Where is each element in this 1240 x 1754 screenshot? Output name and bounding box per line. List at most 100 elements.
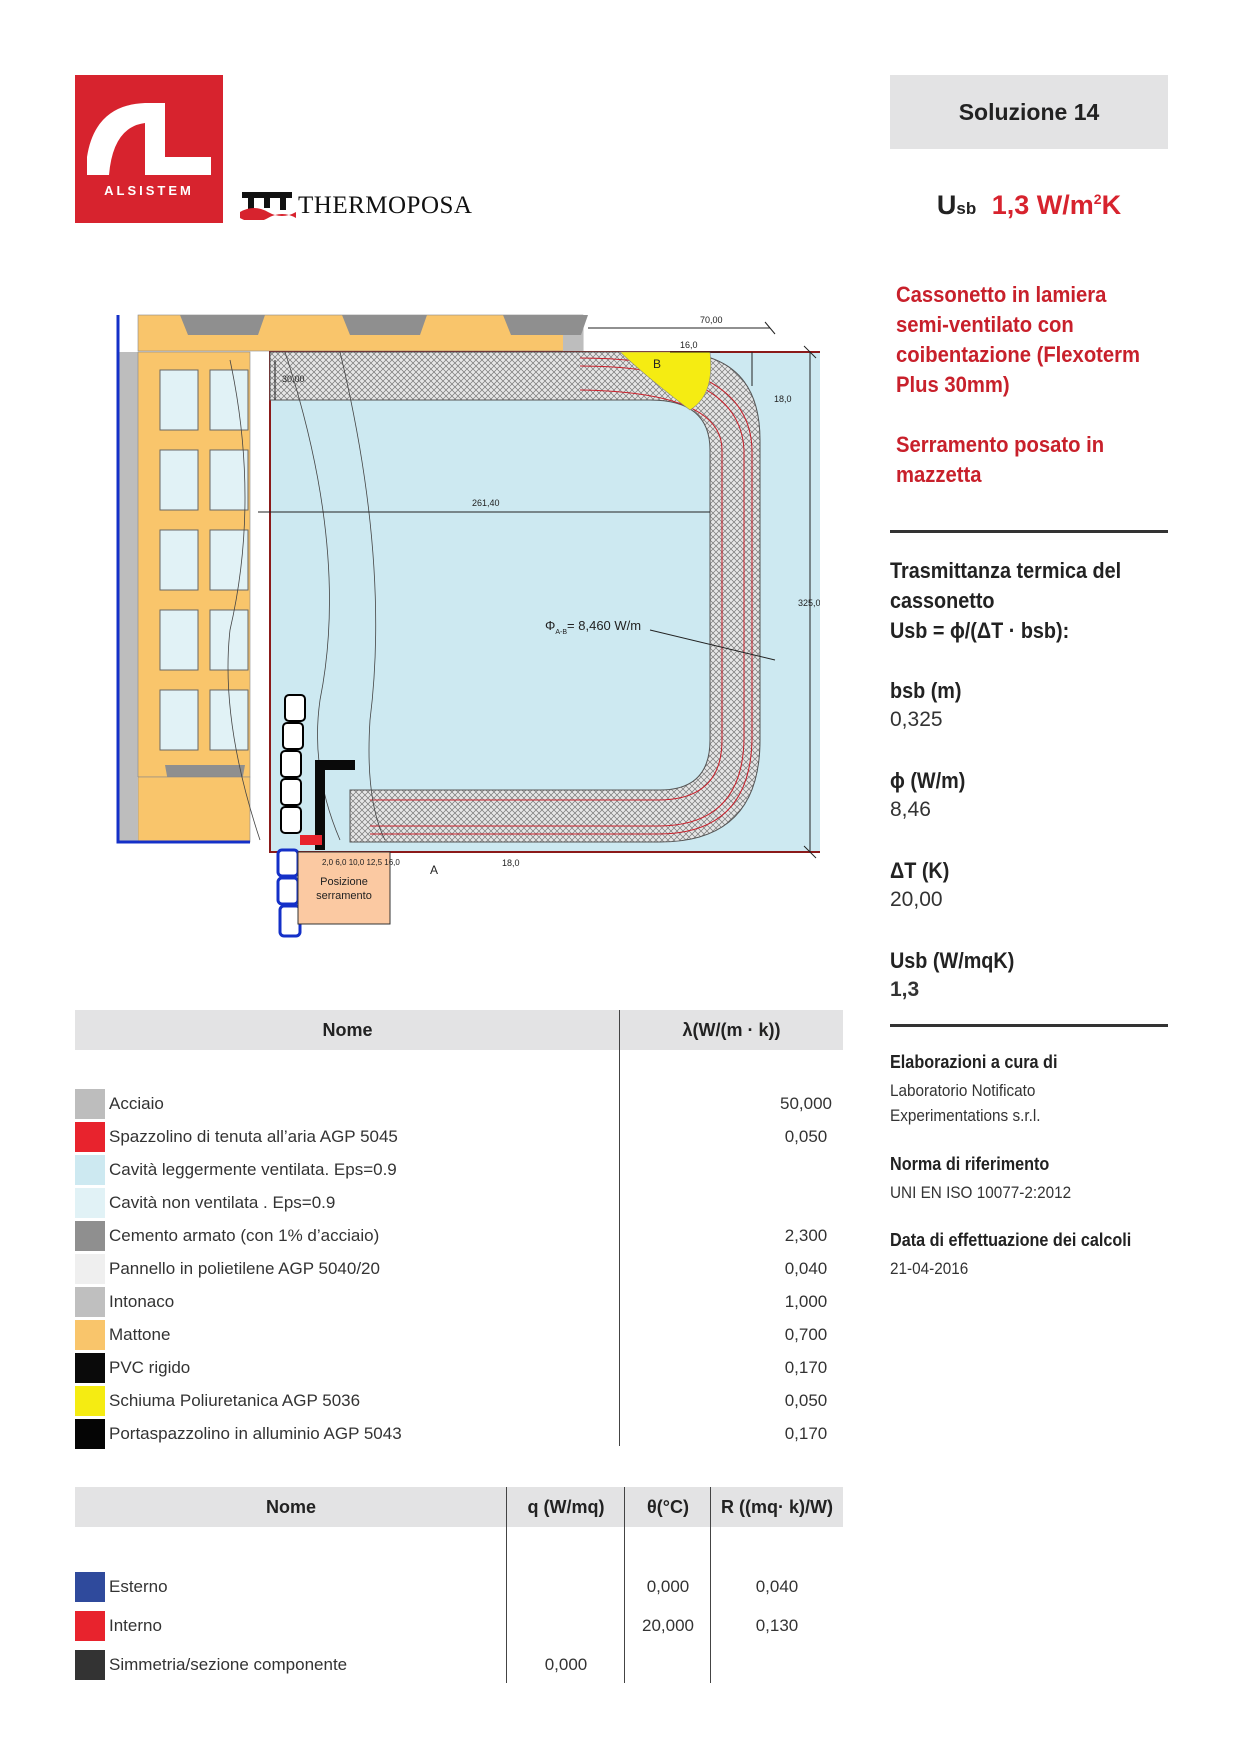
usb-subscript: sb [956, 199, 977, 218]
brick-cavities [159, 369, 249, 751]
boundary-swatch [75, 1650, 105, 1680]
material-name: Cavità leggermente ventilata. Eps=0.9 [109, 1160, 397, 1179]
material-lambda: 0,050 [784, 1127, 828, 1146]
material-swatch [75, 1254, 105, 1284]
material-swatch [75, 1353, 105, 1383]
material-name: Portaspazzolino in alluminio AGP 5043 [109, 1424, 402, 1443]
bsb-label: bsb (m) [890, 678, 962, 703]
material-name: Mattone [109, 1325, 171, 1344]
usb-result: 1,3 [890, 978, 920, 1001]
boundary-name: Interno [109, 1616, 162, 1635]
svg-text:16,0: 16,0 [680, 340, 698, 350]
material-name: Pannello in polietilene AGP 5040/20 [109, 1259, 380, 1278]
boundary-table-header: Nome q (W/mq) θ(°C) R ((mq· k)/W) [75, 1487, 843, 1527]
table-divider [619, 1010, 620, 1446]
boundary-col-theta: θ(°C) [647, 1497, 689, 1517]
material-name: Spazzolino di tenuta all’aria AGP 5045 [109, 1127, 398, 1146]
table-divider [624, 1487, 625, 1683]
boundary-r: 0,040 [755, 1577, 799, 1596]
boundary-swatch [75, 1572, 105, 1602]
seal-chain-exterior [276, 848, 302, 938]
wall-brick-lower [137, 776, 251, 843]
thermoposa-mark-icon [240, 192, 296, 222]
alsistem-logo: ALSISTEM [75, 75, 223, 223]
alsistem-logo-text: ALSISTEM [104, 183, 194, 198]
dt-value: 20,00 [890, 888, 943, 911]
date-value: 21-04-2016 [890, 1259, 969, 1278]
boundary-col-name: Nome [265, 1497, 316, 1517]
material-lambda: 0,050 [784, 1391, 828, 1410]
usb-label: Usb (W/mqK) [890, 948, 1015, 973]
svg-text:70,00: 70,00 [700, 315, 723, 325]
boundary-name: Esterno [109, 1577, 168, 1596]
interior-boundary [360, 851, 820, 853]
svg-text:18,0: 18,0 [502, 858, 520, 868]
material-lambda: 0,170 [784, 1424, 828, 1443]
exterior-boundary [116, 315, 250, 844]
material-swatch [75, 1287, 105, 1317]
boundary-r: 0,130 [755, 1616, 799, 1635]
boundary-swatch [75, 1611, 105, 1641]
table-divider [710, 1487, 711, 1683]
boundary-col-q: q (W/mq) [527, 1497, 605, 1517]
description-cassonetto: Cassonetto in lamiera semi-ventilato con… [896, 282, 1141, 397]
usb-value: 1,3 W/m2K [991, 190, 1122, 220]
material-lambda: 2,300 [784, 1226, 828, 1245]
material-name: Cavità non ventilata . Eps=0.9 [109, 1193, 336, 1212]
material-lambda: 0,040 [784, 1259, 828, 1278]
material-name: Schiuma Poliuretanica AGP 5036 [109, 1391, 361, 1410]
point-a-label: A [430, 863, 438, 877]
cross-section-drawing: Posizione serramento 70,00 16,0 30,00 18… [116, 314, 820, 938]
material-name: PVC rigido [109, 1358, 191, 1377]
insulation-band [269, 351, 761, 843]
table-divider [506, 1487, 507, 1683]
material-name: Cemento armato (con 1% d’acciaio) [109, 1226, 380, 1245]
material-swatch [75, 1386, 105, 1416]
elab-value-1: Laboratorio Notificato [890, 1081, 1036, 1100]
material-lambda: 0,170 [784, 1358, 828, 1377]
divider [890, 1024, 1168, 1027]
bsb-value: 0,325 [890, 708, 943, 731]
brush-seal [300, 835, 322, 845]
elab-label: Elaborazioni a cura di [890, 1052, 1058, 1072]
norma-label: Norma di riferimento [890, 1154, 1050, 1174]
lintel-concrete [503, 315, 588, 335]
lintel-concrete [342, 315, 427, 335]
norma-value: UNI EN ISO 10077-2:2012 [890, 1183, 1072, 1202]
boundary-q: 0,000 [544, 1655, 588, 1674]
thermoposa-logo-text: THERMOPOSA [298, 192, 473, 219]
position-label-1: Posizione [320, 876, 368, 888]
materials-col-name: Nome [322, 1020, 373, 1040]
dt-label: ΔT (K) [890, 858, 950, 883]
wall-plaster [118, 352, 138, 777]
material-name: Acciaio [109, 1094, 164, 1113]
boundary-theta: 0,000 [646, 1577, 690, 1596]
materials-table-header: Nome λ(W/(m · k)) [75, 1010, 843, 1050]
alsistem-mark-icon [87, 103, 211, 175]
svg-text:18,0: 18,0 [774, 394, 792, 404]
material-lambda: 0,700 [784, 1325, 828, 1344]
position-label-2: serramento [316, 890, 372, 902]
material-lambda: 50,000 [780, 1094, 832, 1113]
svg-text:325,00: 325,00 [798, 598, 820, 608]
material-lambda: 1,000 [784, 1292, 828, 1311]
dimension-lines [258, 321, 817, 859]
elab-value-2: Experimentations s.r.l. [890, 1106, 1041, 1125]
divider [890, 530, 1168, 533]
wall-plaster-lower [118, 777, 138, 842]
material-swatch [75, 1221, 105, 1251]
lintel-concrete [180, 315, 265, 335]
window-position-box [297, 851, 391, 925]
material-swatch [75, 1089, 105, 1119]
usb-symbol: U [936, 190, 957, 220]
phi-label: ϕ (W/m) [890, 768, 966, 793]
usb-headline: Usb 1,3 W/m2K [890, 190, 1168, 221]
point-b-label: B [653, 357, 661, 371]
isotherm-curve [339, 351, 386, 841]
solution-title: Soluzione 14 [890, 75, 1168, 149]
description-serramento: Serramento posato in mazzetta [896, 432, 1105, 487]
pvc-frame [315, 760, 355, 850]
phi-annotation: ΦA-B= 8,460 W/m [545, 618, 641, 636]
calc-formula: Usb = ϕ/(ΔT · bsb): [890, 618, 1070, 643]
materials-col-lambda: λ(W/(m · k)) [682, 1020, 781, 1040]
